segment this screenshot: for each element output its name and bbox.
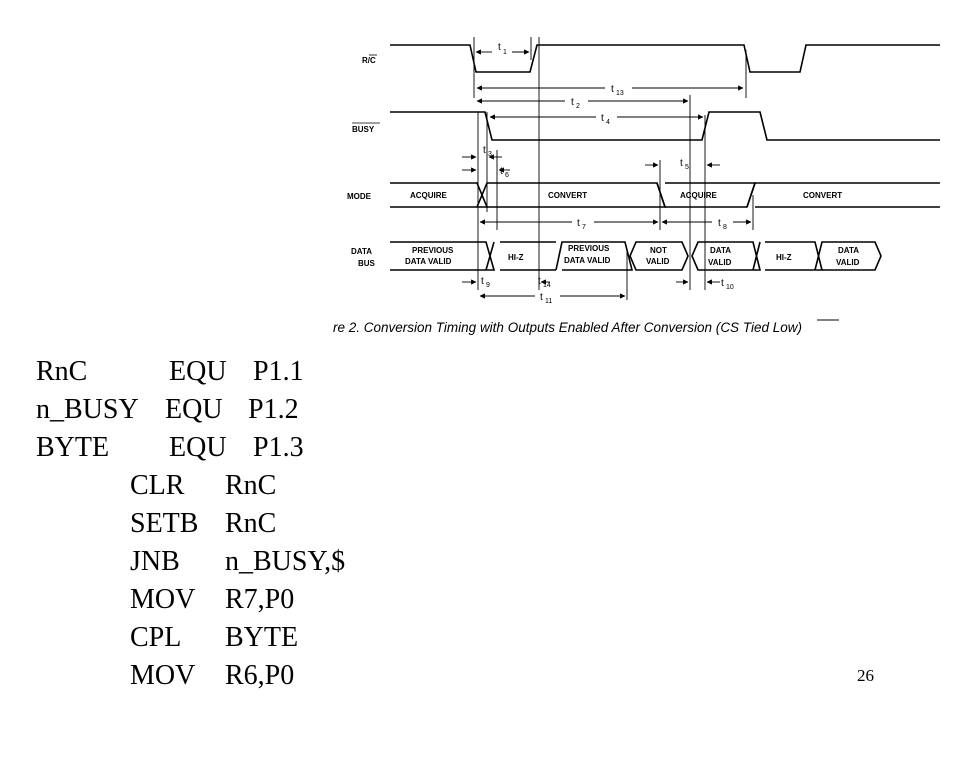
t11-label: 11: [545, 298, 552, 305]
t1-label: 1: [503, 49, 507, 56]
code-arg: n_BUSY,$: [225, 546, 346, 577]
code-line-3: BYTE EQU P1.3: [36, 434, 304, 574]
t9-label: 9: [486, 282, 490, 289]
bus-state-datavalid-1b: VALID: [708, 258, 732, 267]
t2-label: 2: [576, 103, 580, 110]
code-op: JNB: [130, 546, 180, 577]
code-op: MOV: [130, 584, 196, 615]
signal-label-rc: R/C: [362, 56, 376, 65]
svg-text:t: t: [481, 276, 484, 287]
mode-state-acquire-2: ACQUIRE: [680, 191, 718, 200]
svg-text:t: t: [680, 158, 683, 169]
svg-text:t: t: [500, 166, 503, 177]
bus-state-datavalid-2b: VALID: [836, 258, 860, 267]
bus-state-hiz-1: HI-Z: [508, 253, 524, 262]
t13-label: 13: [616, 90, 624, 97]
code-op: EQU: [169, 432, 227, 463]
code-arg: R7,P0: [225, 584, 295, 615]
code-arg: RnC: [225, 470, 277, 501]
bus-state-prev-1b: DATA VALID: [405, 257, 452, 266]
bus-state-notvalid-b: VALID: [646, 257, 670, 266]
code-op: MOV: [130, 660, 196, 691]
signal-label-bus: BUS: [358, 259, 376, 268]
reference-lines: [473, 37, 754, 300]
code-line-7: MOV R7,P0: [36, 586, 294, 698]
bus-state-notvalid-a: NOT: [650, 246, 667, 255]
signal-label-mode: MODE: [347, 192, 372, 201]
caption-cs: CS: [720, 320, 739, 335]
code-op: EQU: [169, 356, 227, 387]
figure-caption: re 2. Conversion Timing with Outputs Ena…: [333, 320, 802, 335]
rc-waveform: [390, 44, 940, 73]
svg-text:t: t: [540, 292, 543, 303]
signal-label-data: DATA: [351, 247, 372, 256]
code-line-9: MOV R6,P0: [36, 662, 294, 774]
code-op: SETB: [130, 508, 199, 539]
code-line-8: CPL BYTE: [36, 624, 298, 736]
busy-waveform: [390, 111, 940, 141]
svg-text:t: t: [718, 218, 721, 229]
t10-label: 10: [726, 284, 734, 291]
svg-text:t: t: [577, 218, 580, 229]
t7-label: 7: [582, 224, 586, 231]
bus-state-prev-2a: PREVIOUS: [568, 244, 610, 253]
code-op: CLR: [130, 470, 185, 501]
svg-text:t: t: [571, 97, 574, 108]
signal-label-busy: BUSY: [352, 125, 375, 134]
bus-state-prev-1a: PREVIOUS: [412, 246, 454, 255]
data-bus: [390, 241, 882, 271]
timing-arrows: [462, 49, 752, 299]
t14-label: 14: [543, 282, 551, 289]
code-op: CPL: [130, 622, 182, 653]
code-label: BYTE: [36, 432, 110, 463]
code-label: RnC: [36, 356, 88, 387]
t6-label: 6: [505, 172, 509, 179]
svg-text:t: t: [483, 145, 486, 156]
page-number: 26: [857, 666, 874, 685]
code-arg: P1.2: [248, 394, 299, 425]
t4-label: 4: [606, 119, 610, 126]
code-line-6: JNB n_BUSY,$: [36, 548, 345, 660]
t3-label: 3: [488, 151, 492, 158]
bus-state-prev-2b: DATA VALID: [564, 256, 611, 265]
svg-text:t: t: [498, 42, 501, 53]
mode-bus: [390, 182, 940, 208]
bus-state-datavalid-2a: DATA: [838, 246, 859, 255]
code-line-1: RnC EQU P1.1: [36, 358, 304, 498]
timing-diagram: R/C BUSY MODE DATA BUS ACQUIRE CONVERT A…: [333, 37, 940, 335]
bus-state-datavalid-1a: DATA: [710, 246, 731, 255]
code-line-4: CLR RnC: [36, 472, 276, 584]
mode-state-convert-2: CONVERT: [803, 191, 842, 200]
t8-label: 8: [723, 224, 727, 231]
code-line-5: SETB RnC: [36, 510, 276, 622]
svg-text:t: t: [611, 84, 614, 95]
bus-state-hiz-2: HI-Z: [776, 253, 792, 262]
mode-state-acquire-1: ACQUIRE: [410, 191, 448, 200]
t5-label: 5: [685, 164, 689, 171]
svg-text:t: t: [721, 278, 724, 289]
mode-state-convert-1: CONVERT: [548, 191, 587, 200]
code-arg: P1.3: [253, 432, 304, 463]
svg-text:t: t: [538, 276, 541, 287]
code-arg: BYTE: [225, 622, 299, 653]
code-op: EQU: [165, 394, 223, 425]
code-line-2: n_BUSY EQU P1.2: [36, 396, 299, 536]
svg-text:t: t: [601, 113, 604, 124]
code-label: n_BUSY: [36, 394, 139, 425]
code-arg: P1.1: [253, 356, 304, 387]
code-arg: RnC: [225, 508, 277, 539]
code-arg: R6,P0: [225, 660, 295, 691]
